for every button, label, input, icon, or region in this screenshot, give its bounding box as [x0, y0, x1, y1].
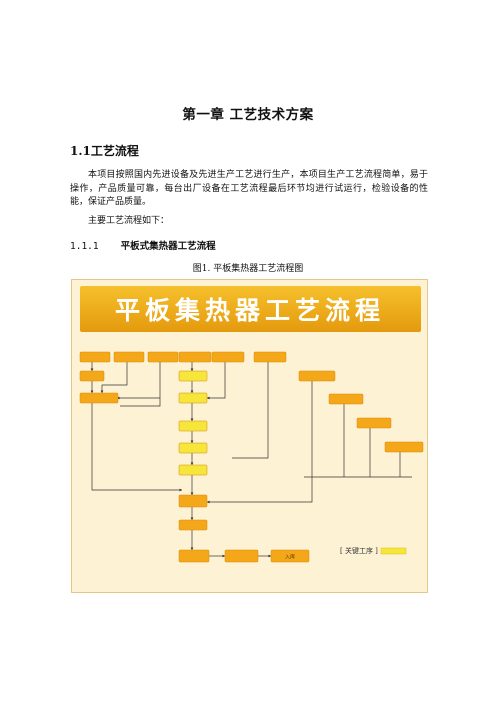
flowchart-nodes: 入库 [79, 351, 424, 563]
figure-caption: 图1. 平板集热器工艺流程图 [192, 264, 304, 274]
flow-node-9 [178, 370, 208, 382]
flow-node-1 [79, 351, 111, 363]
flow-node-2 [113, 351, 145, 363]
flow-node-4 [178, 351, 212, 363]
flow-node-6 [253, 351, 287, 363]
flow-node-12 [178, 442, 208, 454]
flow-node-8 [79, 392, 119, 404]
flow-node-19 [328, 393, 364, 405]
flow-node-21 [270, 549, 310, 563]
subsection-number: 1.1.1 [70, 241, 99, 252]
flow-node-16 [178, 549, 210, 563]
flow-node-11 [178, 420, 208, 432]
body-paragraph: 本项目按照国内先进设备及先进生产工艺进行生产，本项目生产工艺流程简单，易于操作，… [70, 170, 428, 207]
subsection-title: 1.1.1 平板式集热器工艺流程 [70, 238, 216, 252]
process-flowchart: 平板集热器工艺流程 [71, 279, 428, 593]
intro-line: 主要工艺流程如下： [88, 216, 170, 226]
flow-node-7 [79, 370, 105, 382]
flow-node-13 [178, 464, 208, 476]
section-title: 1.1工艺流程 [70, 144, 139, 158]
flowchart-connectors [90, 362, 412, 558]
flow-node-18 [298, 370, 336, 382]
svg-text:入库: 入库 [285, 554, 295, 561]
flow-node-14 [178, 494, 208, 508]
flow-node-22 [384, 441, 424, 453]
flow-node-10 [178, 392, 208, 404]
key-process-swatch [380, 547, 407, 555]
subsection-title-text: 平板式集热器工艺流程 [120, 241, 216, 252]
key-process-legend: [ 关键工序 ] [340, 546, 378, 555]
flow-node-3 [147, 351, 179, 363]
flow-node-17 [224, 549, 259, 563]
flow-node-5 [211, 351, 245, 363]
chapter-title: 第一章 工艺技术方案 [182, 107, 314, 123]
flowchart-banner [80, 286, 421, 332]
flowchart-banner-title: 平板集热器工艺流程 [115, 296, 385, 325]
flow-node-20 [356, 417, 392, 429]
flowchart-svg: 平板集热器工艺流程 [79, 286, 424, 563]
flow-node-15 [178, 519, 208, 531]
